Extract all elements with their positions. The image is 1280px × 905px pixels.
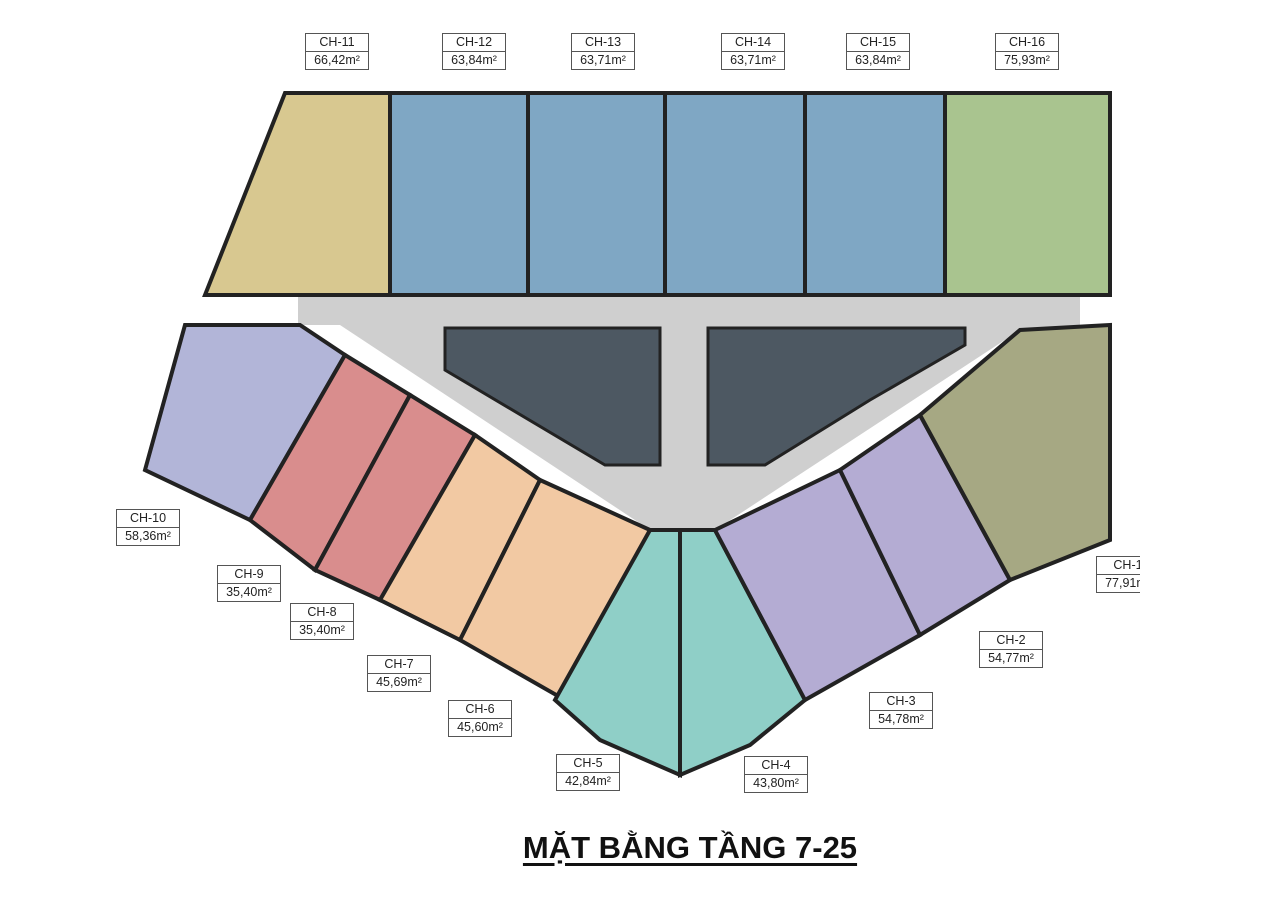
unit-area: 35,40m² xyxy=(218,583,280,601)
unit-id: CH-14 xyxy=(734,35,772,49)
unit-id: CH-1 xyxy=(1113,558,1140,572)
unit-label-ch-10: CH-10 58,36m² xyxy=(116,509,180,546)
unit-area: 45,69m² xyxy=(368,673,430,691)
unit-id: CH-15 xyxy=(859,35,897,49)
unit-id: CH-11 xyxy=(319,35,355,49)
unit-id: CH-3 xyxy=(886,694,916,708)
unit-area: 54,78m² xyxy=(870,710,932,728)
unit-label-ch-16: CH-16 75,93m² xyxy=(995,33,1059,70)
unit-label-ch-2: CH-2 54,77m² xyxy=(979,631,1043,668)
unit-label-ch-9: CH-9 35,40m² xyxy=(217,565,281,602)
unit-ch-15 xyxy=(803,91,947,297)
unit-area: 58,36m² xyxy=(117,527,179,545)
unit-label-ch-15: CH-15 63,84m² xyxy=(846,33,910,70)
unit-area: 43,80m² xyxy=(745,774,807,792)
unit-label-ch-12: CH-12 63,84m² xyxy=(442,33,506,70)
unit-ch-12 xyxy=(388,91,530,297)
unit-id: CH-8 xyxy=(307,605,337,619)
unit-id: CH-7 xyxy=(384,657,414,671)
unit-area: 66,42m² xyxy=(306,51,368,69)
unit-label-ch-4: CH-4 43,80m² xyxy=(744,756,808,793)
unit-label-ch-1: CH-1 77,91m² xyxy=(1096,556,1140,593)
unit-area: 75,93m² xyxy=(996,51,1058,69)
unit-ch-1 xyxy=(917,322,1112,583)
unit-ch-16 xyxy=(943,91,1112,297)
unit-area: 63,84m² xyxy=(443,51,505,69)
unit-area: 54,77m² xyxy=(980,649,1042,667)
unit-area: 63,84m² xyxy=(847,51,909,69)
unit-ch-5 xyxy=(552,528,682,779)
core-right xyxy=(706,326,967,467)
unit-label-ch-5: CH-5 42,84m² xyxy=(556,754,620,791)
core-left xyxy=(443,326,662,467)
unit-ch-14 xyxy=(663,91,807,297)
unit-id: CH-5 xyxy=(573,756,603,770)
unit-area: 63,71m² xyxy=(572,51,634,69)
unit-label-ch-3: CH-3 54,78m² xyxy=(869,692,933,729)
unit-ch-13 xyxy=(526,91,667,297)
unit-label-ch-6: CH-6 45,60m² xyxy=(448,700,512,737)
unit-id: CH-16 xyxy=(1008,35,1046,49)
unit-id: CH-12 xyxy=(455,35,493,49)
unit-id: CH-2 xyxy=(996,633,1026,647)
unit-label-ch-14: CH-14 63,71m² xyxy=(721,33,785,70)
unit-label-ch-8: CH-8 35,40m² xyxy=(290,603,354,640)
unit-id: CH-4 xyxy=(761,758,791,772)
unit-id: CH-10 xyxy=(129,511,167,525)
unit-label-clip: CH-1 77,91m² xyxy=(1096,556,1140,596)
unit-area: 42,84m² xyxy=(557,772,619,790)
unit-area: 63,71m² xyxy=(722,51,784,69)
unit-label-ch-13: CH-13 63,71m² xyxy=(571,33,635,70)
unit-label-ch-11: CH-11 66,42m² xyxy=(305,33,369,70)
unit-area: 35,40m² xyxy=(291,621,353,639)
unit-label-ch-7: CH-7 45,69m² xyxy=(367,655,431,692)
unit-id: CH-13 xyxy=(584,35,622,49)
unit-area: 45,60m² xyxy=(449,718,511,736)
unit-id: CH-6 xyxy=(465,702,495,716)
unit-ch-11 xyxy=(202,91,392,297)
unit-ch-4 xyxy=(678,528,808,779)
unit-area: 77,91m² xyxy=(1097,574,1140,592)
unit-id: CH-9 xyxy=(234,567,264,581)
page-title: MẶT BẰNG TẦNG 7-25 xyxy=(522,830,858,865)
